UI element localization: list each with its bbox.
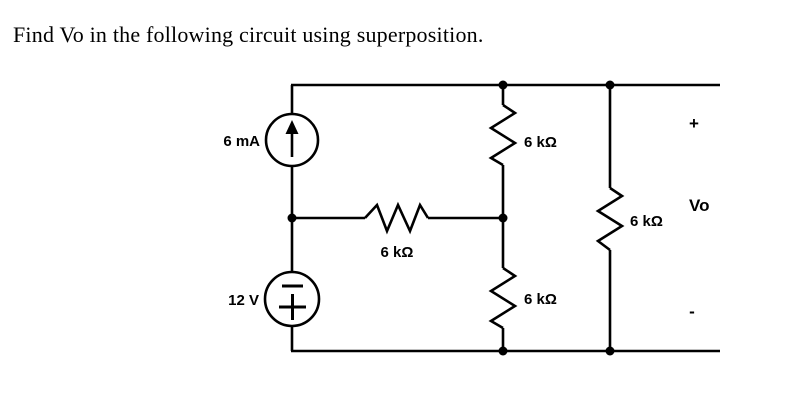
output-plus-label: +: [689, 114, 699, 133]
arrow-up-icon: [285, 120, 299, 157]
current-source: 6 mA: [223, 112, 320, 168]
plus-icon: [279, 294, 306, 320]
page-title: Find Vo in the following circuit using s…: [13, 22, 484, 47]
voltage-source-label: 12 V: [228, 292, 259, 309]
current-source-circle: [264, 112, 320, 168]
junction-dot: [605, 346, 615, 356]
voltage-source: 12 V: [228, 270, 321, 328]
junction-dot: [498, 213, 508, 223]
resistor-top-middle: 6 kΩ: [488, 103, 557, 167]
resistor-top-middle-zigzag: [488, 103, 518, 167]
resistor-right-zigzag: [595, 186, 625, 252]
resistor-top-middle-label: 6 kΩ: [524, 134, 557, 151]
output-voltage-label: Vo: [689, 196, 709, 215]
junction-dots: [287, 80, 615, 356]
resistor-middle-horizontal: 6 kΩ: [364, 201, 430, 261]
junction-dot: [498, 80, 508, 90]
output-terminals: + Vo -: [689, 114, 709, 321]
resistor-middle-horizontal-zigzag: [364, 201, 430, 235]
junction-dot: [605, 80, 615, 90]
junction-dot: [498, 346, 508, 356]
resistor-middle-horizontal-label: 6 kΩ: [381, 244, 414, 261]
junction-dot: [287, 213, 297, 223]
voltage-source-circle: [263, 270, 321, 328]
resistor-right: 6 kΩ: [595, 186, 663, 252]
current-source-label: 6 mA: [223, 133, 260, 150]
resistor-bottom-middle-label: 6 kΩ: [524, 291, 557, 308]
resistor-bottom-middle: 6 kΩ: [488, 266, 557, 330]
resistor-right-label: 6 kΩ: [630, 213, 663, 230]
output-minus-label: -: [689, 302, 695, 321]
resistor-bottom-middle-zigzag: [488, 266, 518, 330]
